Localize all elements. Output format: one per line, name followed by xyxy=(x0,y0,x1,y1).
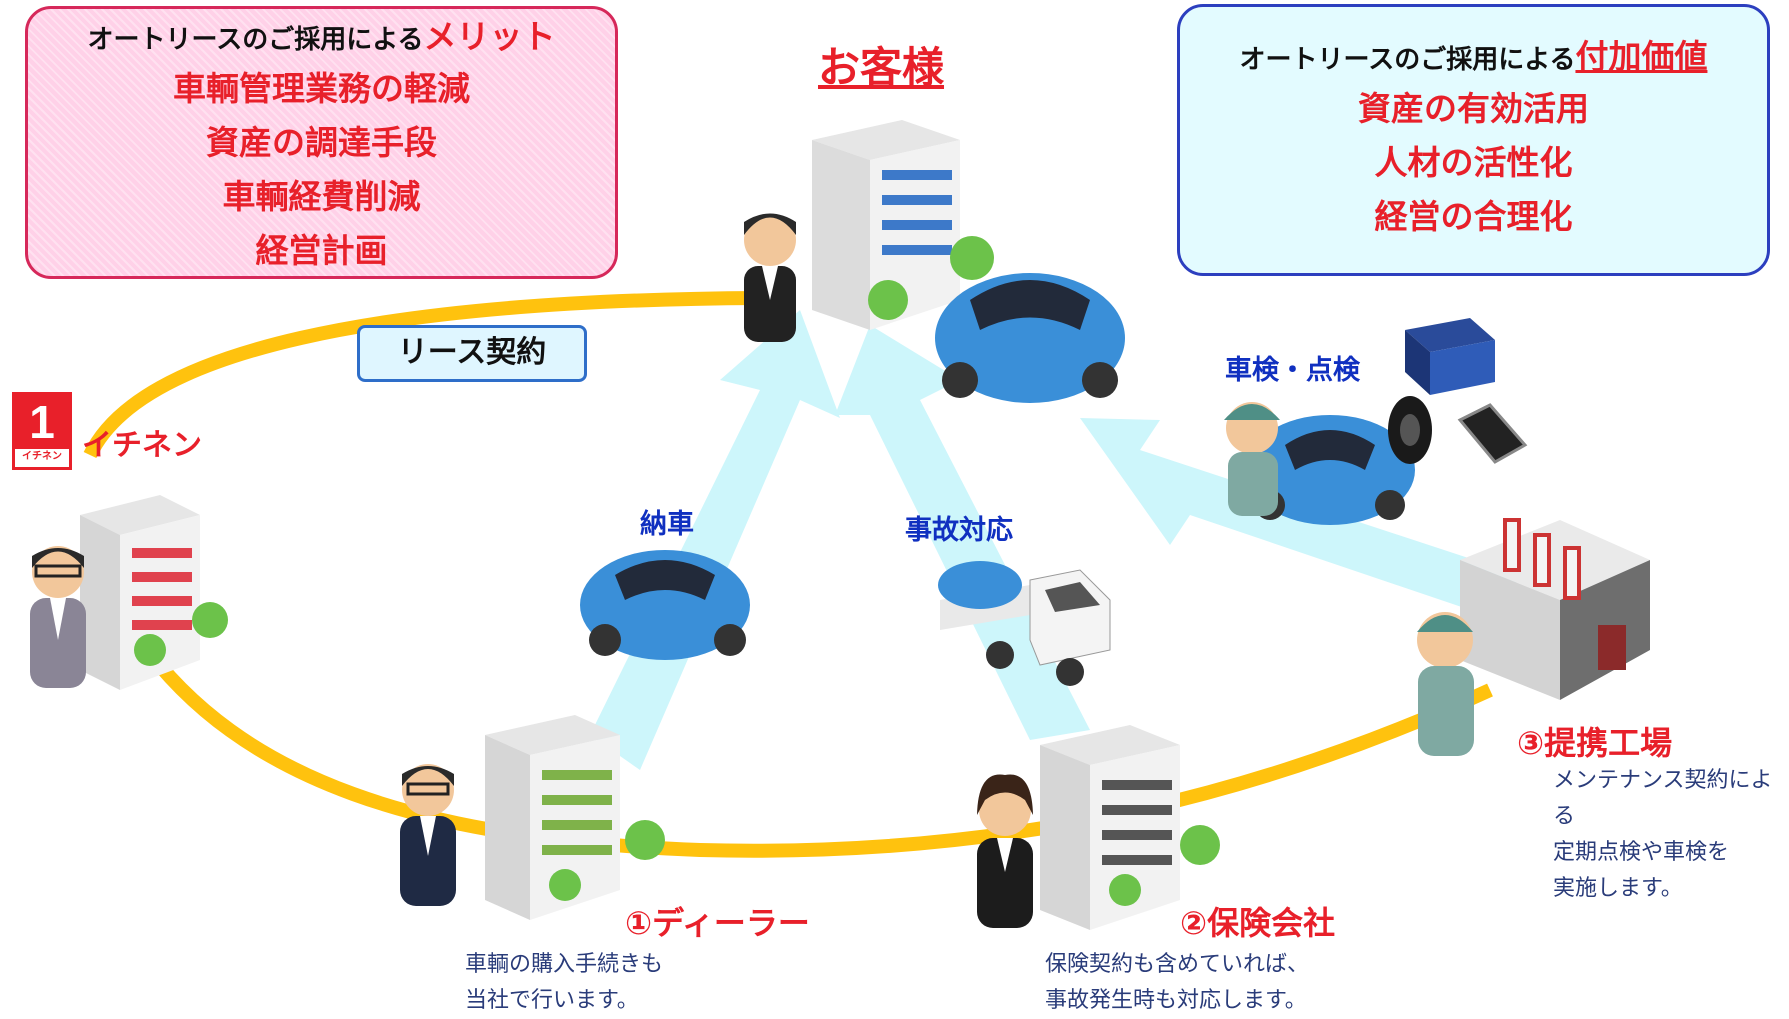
lease-ring xyxy=(83,291,761,459)
value-item: 資産の有効活用 xyxy=(1358,89,1589,128)
mechanic-factory-figure xyxy=(1417,612,1474,756)
factory-desc-line: メンテナンス契約による xyxy=(1553,768,1773,829)
logo-text: イチネン xyxy=(22,451,62,462)
customer-building xyxy=(812,120,994,330)
customer-car xyxy=(935,273,1125,403)
ichinen-building xyxy=(80,495,228,690)
lease-contract-label: リース契約 xyxy=(357,325,587,382)
insurance-person-figure xyxy=(977,774,1033,928)
inspection-car xyxy=(1245,415,1415,525)
merit-heading-highlight: メリット xyxy=(423,17,556,56)
ichinen-logo: 1 イチネン xyxy=(12,392,72,470)
merit-item: 車輌経費削減 xyxy=(222,177,421,216)
ichinen-person-figure xyxy=(30,546,86,688)
merit-box: オートリースのご採用によるメリット 車輌管理業務の軽減 資産の調達手段 車輌経費… xyxy=(25,6,618,279)
dealer-desc: 車輌の購入手続きも 当社で行います。 xyxy=(465,947,663,1019)
accident-label: 事故対応 xyxy=(905,515,1013,546)
value-heading: オートリースのご採用による付加価値 xyxy=(1180,35,1767,82)
customer-title: お客様 xyxy=(818,43,945,92)
merit-heading-prefix: オートリースのご採用による xyxy=(87,25,424,55)
ichinen-label: イチネン xyxy=(82,428,202,463)
factory-desc: メンテナンス契約による 定期点検や車検を 実施します。 xyxy=(1553,763,1789,907)
factory-desc-line: 実施します。 xyxy=(1553,876,1683,901)
lease-ring-lower xyxy=(134,635,1493,858)
dealer-label: ①ディーラー xyxy=(625,904,810,942)
value-heading-highlight: 付加価値 xyxy=(1575,37,1708,76)
insurance-building xyxy=(1040,725,1220,930)
dealer-person-figure xyxy=(400,764,456,906)
value-item: 人材の活性化 xyxy=(1374,143,1573,182)
insurance-label: ②保険会社 xyxy=(1180,904,1336,942)
value-item: 経営の合理化 xyxy=(1374,197,1573,236)
mechanic-top-figure xyxy=(1224,402,1280,516)
inspection-label: 車検・点検 xyxy=(1225,355,1360,386)
delivery-label: 納車 xyxy=(640,509,694,540)
value-heading-prefix: オートリースのご採用による xyxy=(1239,45,1576,75)
tow-truck xyxy=(938,561,1111,686)
factory-desc-line: 定期点検や車検を xyxy=(1553,840,1730,865)
accident-arrow xyxy=(835,325,1090,740)
delivery-car xyxy=(580,550,750,660)
value-box: オートリースのご採用による付加価値 資産の有効活用 人材の活性化 経営の合理化 xyxy=(1177,4,1770,276)
oil-can-icon-shape xyxy=(1457,403,1528,464)
delivery-arrow xyxy=(590,310,840,770)
insurance-desc: 保険契約も含めていれば、 事故発生時も対応します。 xyxy=(1045,947,1309,1019)
merit-item: 経営計画 xyxy=(255,231,388,270)
insurance-desc-line: 事故発生時も対応します。 xyxy=(1045,988,1307,1013)
dealer-desc-line: 当社で行います。 xyxy=(465,988,639,1013)
customer-person-figure xyxy=(744,213,796,342)
factory-building xyxy=(1460,518,1650,700)
dealer-building xyxy=(485,715,665,920)
factory-label: ③提携工場 xyxy=(1517,724,1673,762)
insurance-desc-line: 保険契約も含めていれば、 xyxy=(1045,952,1310,977)
tire-icon-shape xyxy=(1388,396,1432,464)
merit-heading: オートリースのご採用によるメリット xyxy=(28,15,615,62)
merit-item: 車輌管理業務の軽減 xyxy=(173,69,470,108)
logo-number: 1 xyxy=(15,395,69,449)
merit-item: 資産の調達手段 xyxy=(206,123,437,162)
dealer-desc-line: 車輌の購入手続きも xyxy=(465,952,664,977)
battery-icon-shape xyxy=(1405,318,1495,395)
